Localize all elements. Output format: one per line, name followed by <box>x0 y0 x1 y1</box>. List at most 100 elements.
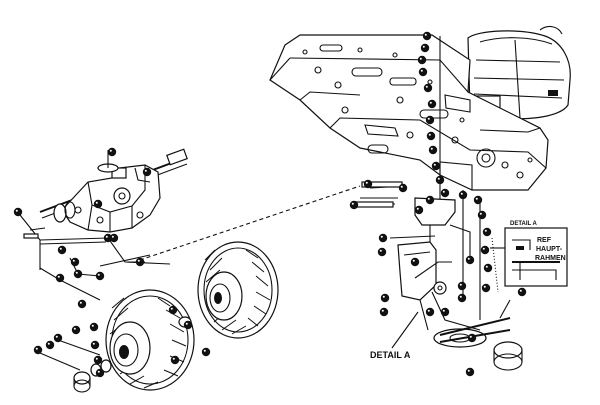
part-marker-highlight <box>460 192 463 195</box>
shift-linkage <box>19 214 171 277</box>
part-marker-highlight <box>459 295 462 298</box>
part-marker-highlight <box>433 163 436 166</box>
dotted-note <box>491 237 499 293</box>
part-marker <box>425 307 435 317</box>
brake-bracket-assembly <box>354 181 481 331</box>
part-marker-highlight <box>485 265 488 268</box>
part-marker <box>417 55 427 65</box>
part-marker <box>422 31 432 41</box>
inset-ref-line3: RAHMEN <box>535 255 566 262</box>
part-marker-highlight <box>185 322 188 325</box>
part-marker-highlight <box>400 185 403 188</box>
part-marker-highlight <box>381 309 384 312</box>
part-marker <box>70 257 80 267</box>
part-marker-highlight <box>137 259 140 262</box>
part-marker <box>440 307 450 317</box>
part-marker-highlight <box>484 229 487 232</box>
part-marker-highlight <box>430 147 433 150</box>
part-marker <box>95 271 105 281</box>
part-marker-highlight <box>97 273 100 276</box>
detail-a-label: DETAIL A <box>370 350 411 360</box>
inset-title: DETAIL A <box>510 221 538 227</box>
part-marker-highlight <box>172 357 175 360</box>
part-marker <box>90 340 100 350</box>
part-marker <box>517 287 527 297</box>
part-marker-highlight <box>92 342 95 345</box>
part-marker <box>420 43 430 53</box>
engine-mount-stack <box>429 36 481 320</box>
part-marker-highlight <box>59 247 62 250</box>
part-marker <box>440 188 450 198</box>
part-marker-highlight <box>72 259 75 262</box>
part-marker <box>477 210 487 220</box>
part-marker <box>53 333 63 343</box>
part-marker-highlight <box>425 85 428 88</box>
part-marker-highlight <box>47 342 50 345</box>
rear-wheel-front <box>105 289 195 391</box>
part-marker <box>93 355 103 365</box>
part-marker-highlight <box>105 235 108 238</box>
part-marker-highlight <box>442 309 445 312</box>
part-marker <box>431 161 441 171</box>
part-marker-highlight <box>144 169 147 172</box>
part-marker <box>77 299 87 309</box>
part-marker <box>135 257 145 267</box>
part-marker-highlight <box>365 181 368 184</box>
main-frame <box>269 34 549 191</box>
part-marker <box>458 190 468 200</box>
part-marker-highlight <box>203 349 206 352</box>
part-marker <box>89 322 99 332</box>
part-marker-highlight <box>416 207 419 210</box>
wheel-hardware <box>39 316 192 393</box>
part-marker-highlight <box>35 347 38 350</box>
part-marker <box>73 269 83 279</box>
part-marker <box>465 255 475 265</box>
part-marker <box>378 233 388 243</box>
part-marker-highlight <box>427 309 430 312</box>
part-marker <box>13 207 23 217</box>
detail-a-callout: DETAIL A <box>370 311 419 360</box>
part-marker-highlight <box>442 190 445 193</box>
part-marker <box>467 333 477 343</box>
part-marker-highlight <box>75 271 78 274</box>
part-marker-highlight <box>437 177 440 180</box>
rear-wheel-back <box>197 241 279 339</box>
part-marker-highlight <box>55 335 58 338</box>
part-marker-highlight <box>91 324 94 327</box>
part-marker <box>168 305 178 315</box>
part-marker <box>457 281 467 291</box>
part-marker <box>425 115 435 125</box>
part-marker <box>418 67 428 77</box>
part-marker-highlight <box>15 209 18 212</box>
part-marker <box>142 167 152 177</box>
part-marker <box>410 257 420 267</box>
part-marker <box>425 195 435 205</box>
part-marker <box>349 200 359 210</box>
part-marker <box>428 145 438 155</box>
part-marker <box>457 293 467 303</box>
part-marker-highlight <box>483 285 486 288</box>
part-marker <box>363 179 373 189</box>
part-marker <box>483 263 493 273</box>
part-marker-highlight <box>379 249 382 252</box>
part-marker <box>33 345 43 355</box>
part-marker-highlight <box>424 33 427 36</box>
engine <box>467 25 571 120</box>
part-marker <box>377 247 387 257</box>
part-marker-highlight <box>422 45 425 48</box>
part-marker <box>103 233 113 243</box>
part-marker <box>427 99 437 109</box>
part-marker-highlight <box>109 149 112 152</box>
inset-ref-line1: REF <box>537 237 552 244</box>
part-marker-highlight <box>482 247 485 250</box>
part-marker <box>480 245 490 255</box>
part-marker <box>473 195 483 205</box>
part-marker-highlight <box>170 307 173 310</box>
part-marker-highlight <box>479 212 482 215</box>
drive-pulley <box>433 299 523 371</box>
part-marker-highlight <box>57 275 60 278</box>
part-marker <box>183 320 193 330</box>
transaxle <box>39 148 188 233</box>
inset-ref-line2: HAUPT- <box>536 246 563 253</box>
